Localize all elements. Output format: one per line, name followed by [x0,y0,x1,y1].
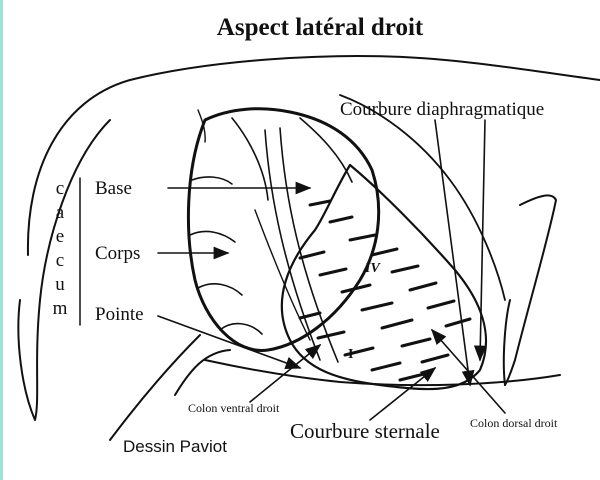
roman-numeral-lower: I [348,347,353,362]
caecum-letter: e [56,226,64,247]
arrow-courbure-sternale [369,367,437,421]
caecum-letter: u [55,274,65,295]
label-pointe: Pointe [95,304,144,325]
roman-numeral-upper: IV [364,261,381,276]
arrow-courbure-diaphragmatique [434,119,475,387]
colon-shape [280,163,488,391]
arrow-pointe [157,315,302,370]
arrow-colon-dorsal-droit [430,328,506,414]
label-colon-ventral-droit: Colon ventral droit [188,401,280,415]
arrow-colon-ventral-droit [249,343,322,403]
label-base: Base [95,178,132,199]
arrows [157,119,506,421]
caecum-letter: c [56,178,64,199]
label-colon-dorsal-droit: Colon dorsal droit [470,416,558,430]
accent-strip [0,0,3,480]
body-outline [17,55,600,441]
caecum-vertical-label: c a e c u m [53,178,68,319]
diagram-title: Aspect latéral droit [217,14,424,41]
arrow-courbure-diaphragmatique-2 [473,119,487,362]
label-courbure-sternale: Courbure sternale [290,419,440,443]
caecum-letter: c [56,250,64,271]
label-corps: Corps [95,243,140,264]
caecum-letter: a [56,202,65,223]
credit-text: Dessin Paviot [123,437,227,456]
caecum-letter: m [53,298,68,319]
label-courbure-diaphragmatique: Courbure diaphragmatique [340,99,544,120]
